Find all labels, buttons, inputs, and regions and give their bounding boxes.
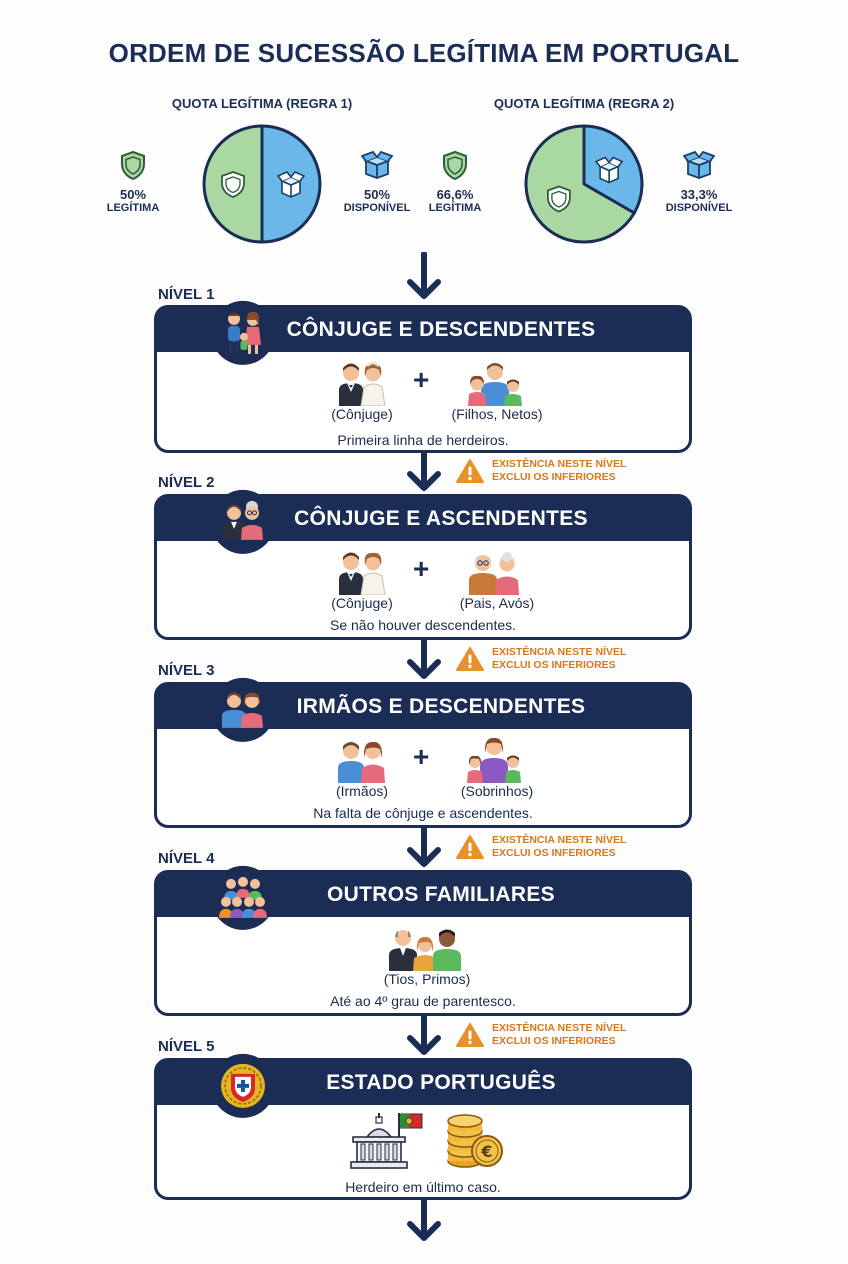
children-icon xyxy=(468,363,522,406)
arrow-down-icon xyxy=(407,1198,441,1241)
legitima-label-2: LEGÍTIMA xyxy=(428,202,482,214)
family-icon xyxy=(211,300,275,365)
warning-line-2: EXCLUI OS INFERIORES xyxy=(492,659,616,671)
couple-icon xyxy=(339,361,386,406)
pie-chart-1 xyxy=(202,124,322,244)
level-3-label: NÍVEL 3 xyxy=(158,662,215,679)
shield-icon xyxy=(443,150,467,181)
warning-icon xyxy=(456,1023,484,1047)
disponivel-label-1: DISPONÍVEL xyxy=(343,202,411,214)
euro-coins-icon: € xyxy=(447,1114,503,1168)
open-box-icon xyxy=(276,171,306,198)
arrow-down-icon xyxy=(407,636,441,679)
level-2-card: CÔNJUGE E ASCENDENTES + (Cônjuge) (Pais,… xyxy=(154,489,692,640)
disponivel-legend-1: 50% DISPONÍVEL xyxy=(332,150,422,214)
quota-chart-2: QUOTA LEGÍTIMA (REGRA 2) 66,6% LEGÍTIMA … xyxy=(414,92,754,252)
level-3-caption-right: (Sobrinhos) xyxy=(460,783,534,799)
svg-text:€: € xyxy=(480,1142,492,1161)
open-box-icon xyxy=(682,150,716,179)
level-1-label: NÍVEL 1 xyxy=(158,286,215,303)
level-5-card: ESTADO PORTUGUÊS xyxy=(154,1053,692,1200)
level-3-description: Na falta de cônjuge e ascendentes. xyxy=(313,805,533,821)
government-building-icon xyxy=(350,1113,423,1169)
disponivel-pct-2: 33,3% xyxy=(680,187,718,202)
level-1-card: CÔNJUGE E DESCENDENTES + (Cônjuge) (Filh… xyxy=(154,300,692,453)
siblings-icon xyxy=(338,741,385,783)
warning-line-2: EXCLUI OS INFERIORES xyxy=(492,1035,616,1047)
warning-line-1: EXISTÊNCIA NESTE NÍVEL xyxy=(492,458,627,470)
nephews-icon xyxy=(467,737,521,783)
warning-line-1: EXISTÊNCIA NESTE NÍVEL xyxy=(492,1022,627,1034)
legitima-pct-2: 66,6% xyxy=(436,187,474,202)
siblings-icon xyxy=(211,677,275,742)
legitima-legend-1: 50% LEGÍTIMA xyxy=(88,150,178,214)
warning-icon xyxy=(456,459,484,483)
level-2-caption-right: (Pais, Avós) xyxy=(459,595,535,611)
warning-line-1: EXISTÊNCIA NESTE NÍVEL xyxy=(492,646,627,658)
open-box-icon xyxy=(360,150,394,179)
shield-icon xyxy=(221,171,245,198)
open-box-icon xyxy=(594,156,624,184)
relatives-icon xyxy=(389,929,461,971)
legitima-label-1: LEGÍTIMA xyxy=(106,202,160,214)
arrow-down-icon xyxy=(407,1012,441,1055)
shield-icon xyxy=(546,185,571,213)
level-2-label: NÍVEL 2 xyxy=(158,474,215,491)
level-1-caption-right: (Filhos, Netos) xyxy=(451,406,543,422)
level-5-label: NÍVEL 5 xyxy=(158,1038,215,1055)
legitima-pct-1: 50% xyxy=(119,187,147,202)
arrow-down-icon xyxy=(407,824,441,867)
page-title: ORDEM DE SUCESSÃO LEGÍTIMA EM PORTUGAL xyxy=(108,38,740,68)
level-4-caption: (Tios, Primos) xyxy=(383,971,471,987)
warning-icon xyxy=(456,835,484,859)
disponivel-legend-2: 33,3% DISPONÍVEL xyxy=(654,150,744,214)
warning-line-2: EXCLUI OS INFERIORES xyxy=(492,471,616,483)
quota-chart-1: QUOTA LEGÍTIMA (REGRA 1) 50% LEGÍTIMA 50… xyxy=(92,92,432,252)
level-3-caption-left: (Irmãos) xyxy=(335,783,389,799)
level-4-label: NÍVEL 4 xyxy=(158,850,215,867)
level-1-caption-left: (Cônjuge) xyxy=(331,406,393,422)
arrow-down-icon xyxy=(407,448,441,491)
level-2-description: Se não houver descendentes. xyxy=(329,617,517,633)
disponivel-pct-1: 50% xyxy=(363,187,391,202)
elderly-couple-icon xyxy=(211,489,275,554)
level-3-card: IRMÃOS E DESCENDENTES + (Irmãos) (Sobrin… xyxy=(154,677,692,828)
warning-icon xyxy=(456,647,484,671)
shield-icon xyxy=(121,150,145,181)
pie-chart-2 xyxy=(524,124,644,244)
plus-icon: + xyxy=(413,364,430,395)
level-2-caption-left: (Cônjuge) xyxy=(331,595,393,611)
couple-icon xyxy=(339,552,386,595)
quota-chart-1-heading: QUOTA LEGÍTIMA (REGRA 1) xyxy=(171,96,353,111)
plus-icon: + xyxy=(413,741,430,772)
warning-line-1: EXISTÊNCIA NESTE NÍVEL xyxy=(492,834,627,846)
level-1-description: Primeira linha de herdeiros. xyxy=(337,432,509,448)
disponivel-label-2: DISPONÍVEL xyxy=(665,202,733,214)
arrow-down-icon xyxy=(407,252,441,299)
plus-icon: + xyxy=(413,553,430,584)
group-icon xyxy=(211,865,275,930)
level-4-card: OUTROS FAMILIARES (Tios, Primos) Até ao … xyxy=(154,865,692,1016)
grandparents-icon xyxy=(469,552,519,595)
warning-line-2: EXCLUI OS INFERIORES xyxy=(492,847,616,859)
quota-chart-2-heading: QUOTA LEGÍTIMA (REGRA 2) xyxy=(493,96,675,111)
portugal-coat-of-arms-icon xyxy=(211,1053,275,1118)
level-4-description: Até ao 4º grau de parentesco. xyxy=(330,993,516,1009)
level-5-description: Herdeiro em último caso. xyxy=(345,1179,501,1195)
legitima-legend-2: 66,6% LEGÍTIMA xyxy=(410,150,500,214)
pie-slice-legitima xyxy=(524,124,636,244)
